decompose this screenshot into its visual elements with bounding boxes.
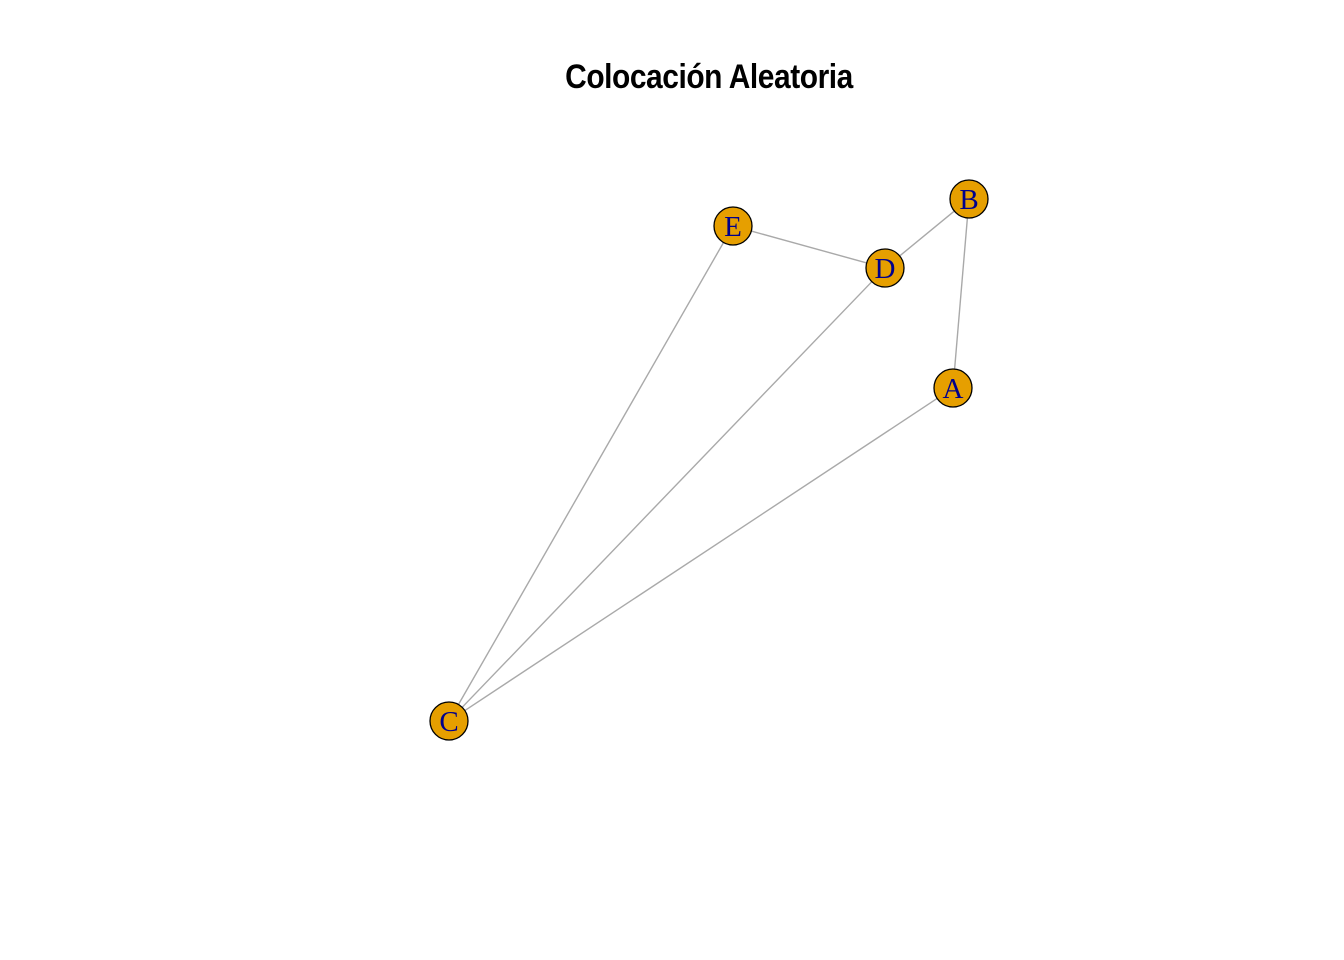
edge-e-c <box>457 242 725 705</box>
node-label: E <box>724 211 742 243</box>
node-label: A <box>943 373 964 405</box>
edge-a-c <box>464 397 938 712</box>
node-d: D <box>865 248 905 288</box>
edge-b-a <box>953 217 969 370</box>
node-b: B <box>949 179 989 219</box>
edges-layer <box>457 210 969 712</box>
nodes-layer: A B C D E <box>429 179 989 741</box>
node-label: D <box>875 253 896 285</box>
edge-d-b <box>899 210 955 257</box>
node-circle <box>713 206 753 246</box>
edge-e-d <box>751 230 867 264</box>
node-label: B <box>959 184 978 216</box>
node-circle <box>949 179 989 219</box>
node-e: E <box>713 206 753 246</box>
node-c: C <box>429 701 469 741</box>
node-circle <box>933 368 973 408</box>
node-a: A <box>933 368 973 408</box>
node-label: C <box>439 706 458 738</box>
node-circle <box>429 701 469 741</box>
node-circle <box>865 248 905 288</box>
page-title: Colocación Aleatoria <box>565 58 853 96</box>
edge-d-c <box>461 281 873 708</box>
